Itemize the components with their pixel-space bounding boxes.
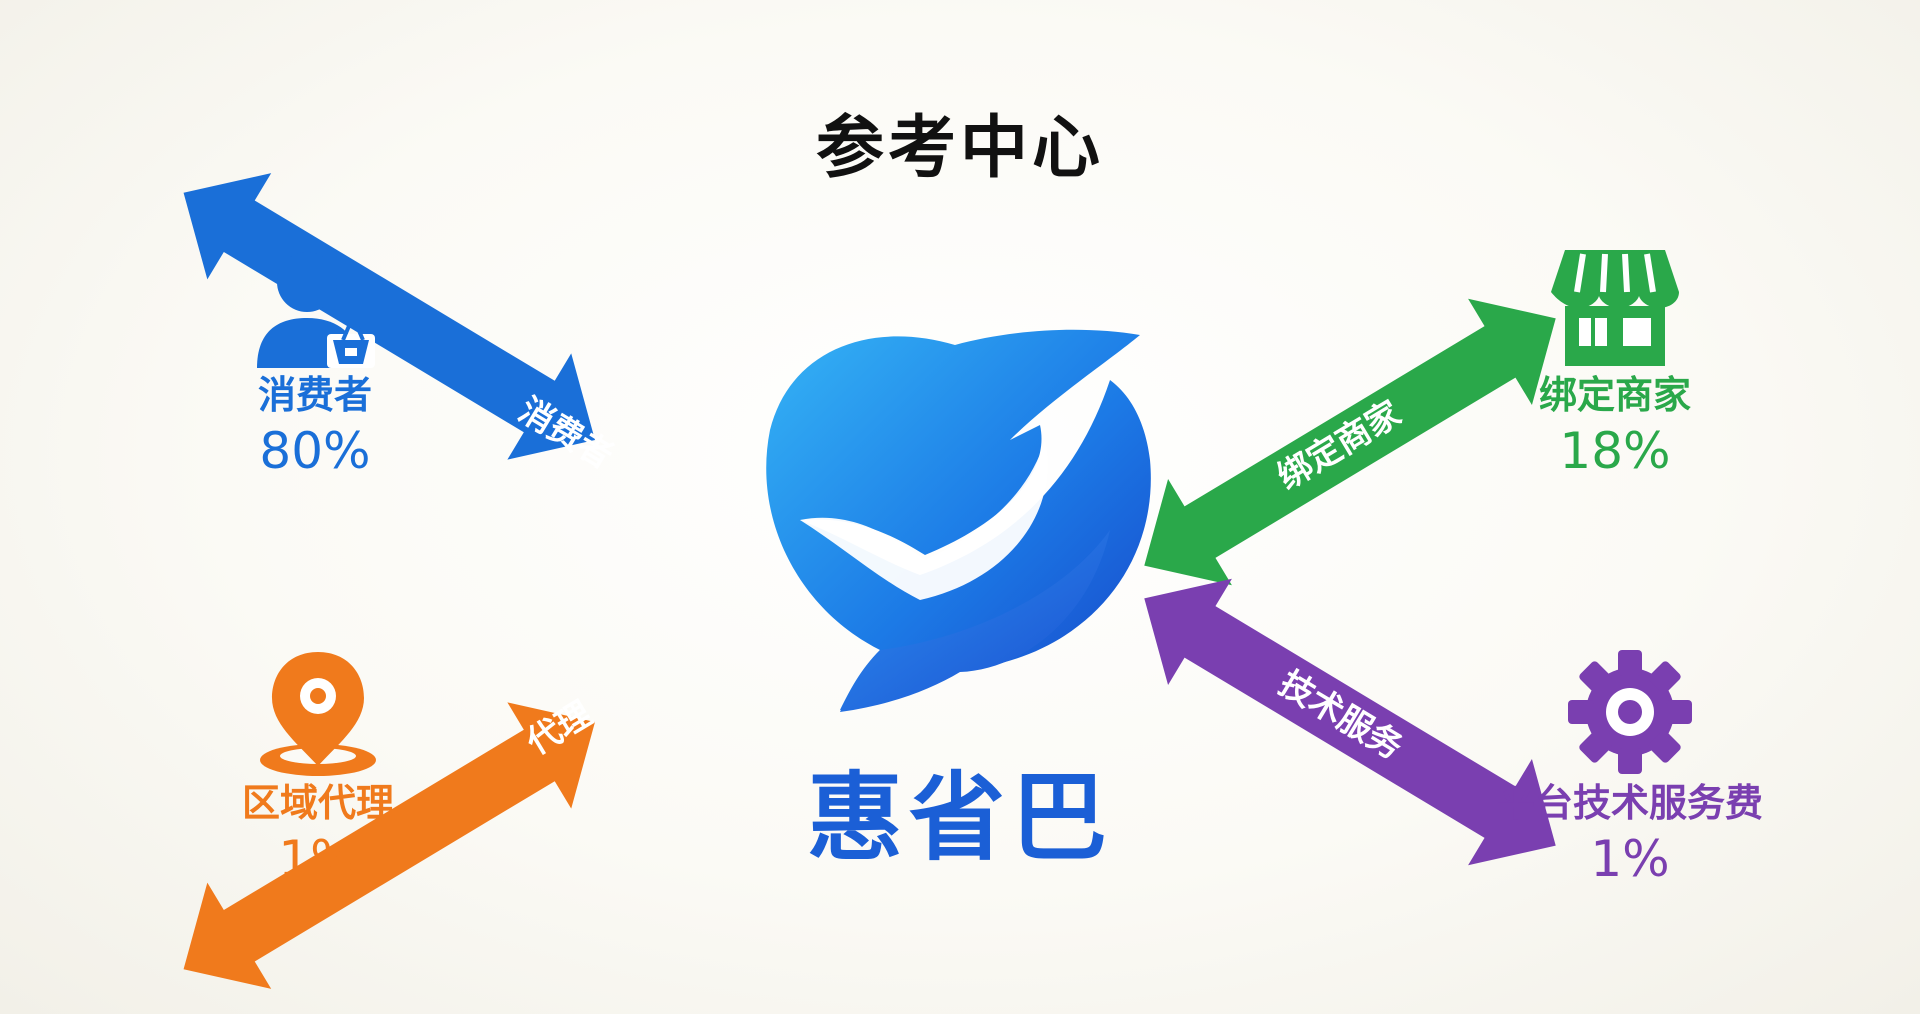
merchant-arrow bbox=[1144, 298, 1556, 586]
brand-name: 惠省巴 bbox=[807, 762, 1113, 874]
tech-arrow bbox=[1144, 578, 1556, 866]
location-pin-icon bbox=[260, 652, 376, 776]
page-title: 参考中心 bbox=[815, 109, 1104, 188]
merchant-node: 绑定商家 18% bbox=[1465, 240, 1765, 482]
agent-value: 1% bbox=[278, 830, 358, 888]
consumer-label: 消费者 bbox=[257, 373, 372, 417]
tech-node: 平台技术服务费 1% bbox=[1480, 648, 1780, 890]
consumer-node: 消费者 80% bbox=[165, 240, 465, 482]
brand-logo-icon bbox=[766, 329, 1151, 712]
agent-label: 区域代理 bbox=[241, 781, 394, 825]
tech-value: 1% bbox=[1590, 830, 1670, 888]
agent-node: 区域代理 1% bbox=[168, 648, 468, 890]
gear-icon bbox=[1568, 650, 1692, 774]
storefront-icon bbox=[1551, 250, 1679, 366]
consumer-shopping-icon bbox=[257, 252, 375, 368]
merchant-label: 绑定商家 bbox=[1538, 373, 1691, 417]
consumer-arrow bbox=[183, 173, 595, 460]
agent-arrow bbox=[183, 702, 595, 989]
consumer-value: 80% bbox=[259, 422, 371, 480]
merchant-value: 18% bbox=[1559, 422, 1671, 480]
tech-label: 平台技术服务费 bbox=[1496, 781, 1763, 825]
